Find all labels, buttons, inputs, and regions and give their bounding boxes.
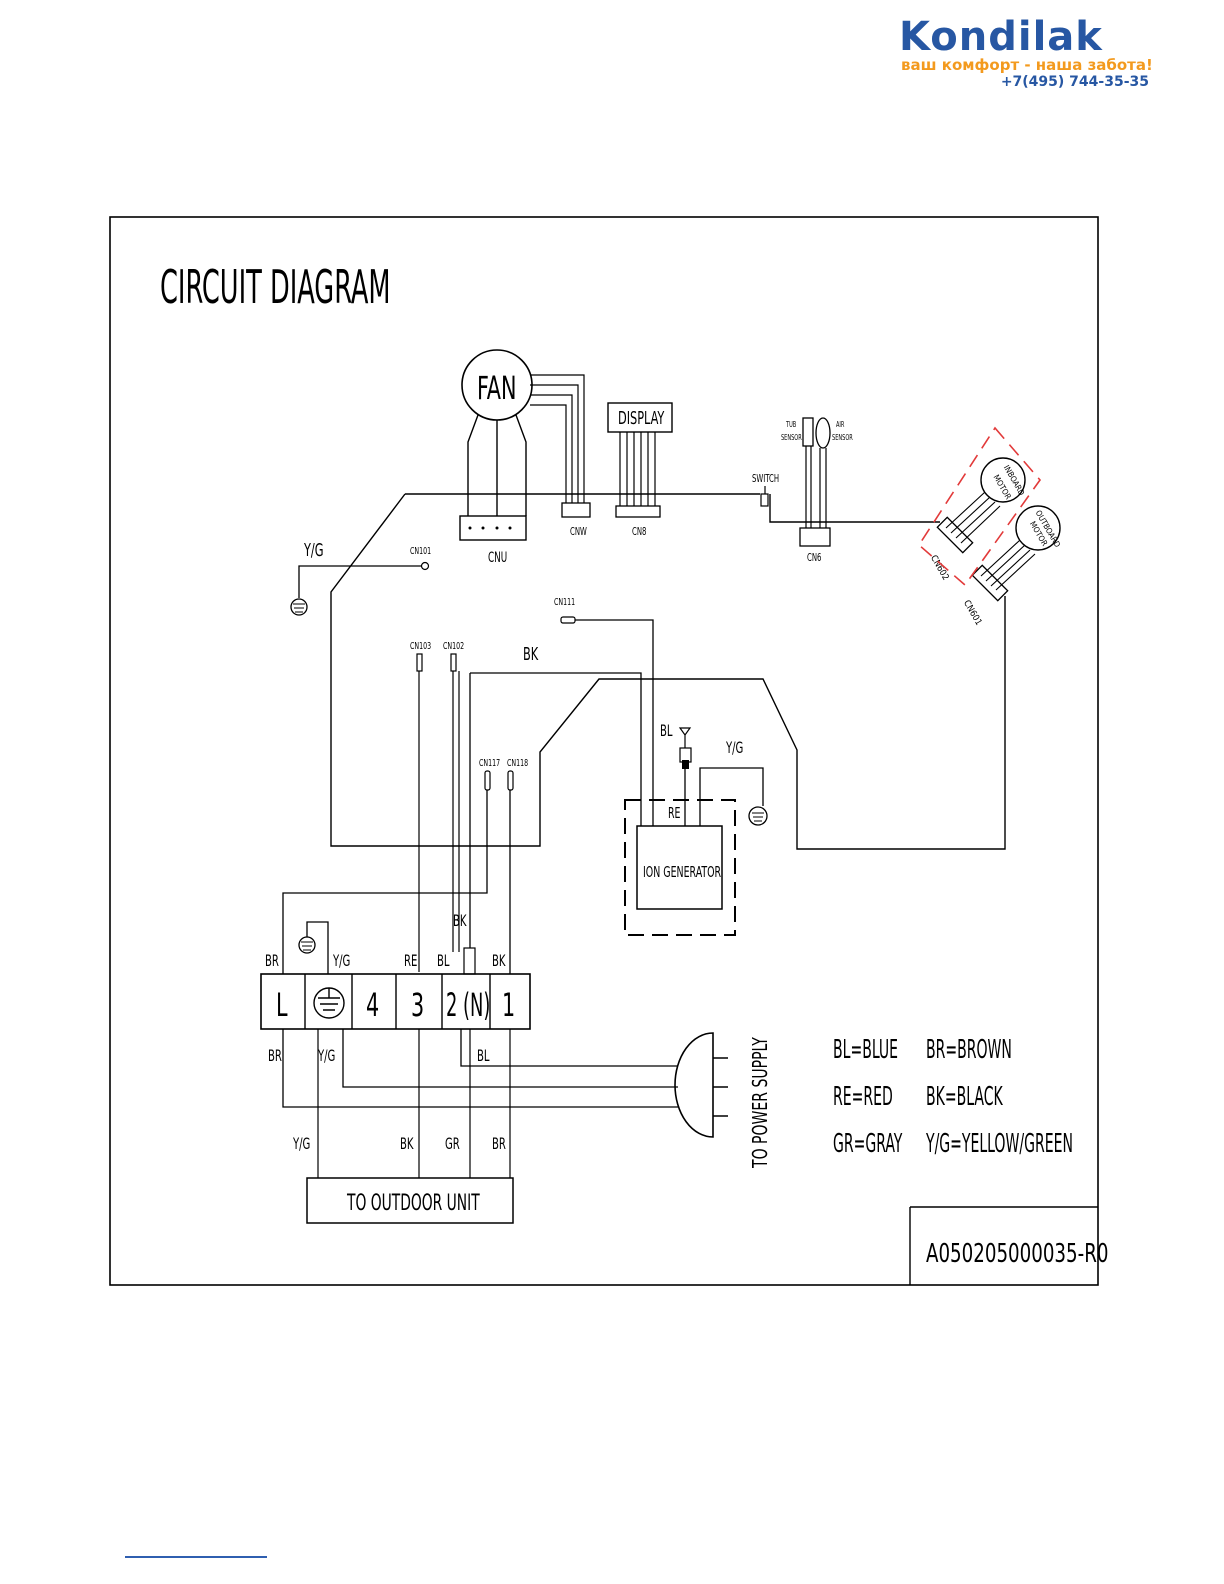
bk-out-label: BK bbox=[400, 1135, 414, 1154]
cn101-label: CN101 bbox=[410, 546, 431, 558]
company-logo: Kondilak ваш комфорт - наша забота! +7(4… bbox=[895, 14, 1155, 94]
terminal-ground-icon bbox=[298, 936, 316, 954]
display-label: DISPLAY bbox=[618, 408, 665, 429]
footer-rule bbox=[125, 1556, 267, 1558]
terminal-4: 4 bbox=[366, 986, 379, 1024]
doc-number: A050205000035-R0 bbox=[926, 1239, 1108, 1269]
gr-out-label: GR bbox=[445, 1135, 460, 1154]
outboard-motor: OUTBOARD MOTOR CN601 bbox=[961, 505, 1062, 628]
power-supply-label: TO POWER SUPPLY bbox=[749, 1037, 772, 1169]
br-out-label: BR bbox=[492, 1135, 506, 1154]
air-sensor-label-1: AIR bbox=[836, 420, 845, 429]
cn8-label: CN8 bbox=[632, 526, 646, 539]
logo-slogan: ваш комфорт - наша забота! bbox=[901, 56, 1153, 74]
bk-term-top-label: BK bbox=[492, 952, 506, 971]
connector-cn601 bbox=[971, 564, 1009, 602]
logo-name: Kondilak bbox=[899, 14, 1103, 60]
diagram-title: CIRCUIT DIAGRAM bbox=[160, 261, 391, 315]
yg-top-label: Y/G bbox=[332, 952, 350, 971]
terminal-3: 3 bbox=[411, 986, 424, 1024]
connector-cnw bbox=[561, 502, 591, 518]
motor-dashed-outline bbox=[917, 426, 1042, 587]
terminal-2n: 2 (N) bbox=[446, 987, 490, 1024]
color-legend: BL=BLUE BR=BROWN RE=RED BK=BLACK GR=GRAY… bbox=[833, 1035, 1073, 1159]
bk-vertical-label: BK bbox=[453, 912, 467, 931]
ion-generator-dashed-box bbox=[624, 799, 736, 936]
yg-bottom-label: Y/G bbox=[317, 1047, 335, 1066]
re-top-label: RE bbox=[404, 952, 417, 971]
cn111-label: CN111 bbox=[554, 597, 575, 609]
cn602-label: CN602 bbox=[928, 554, 950, 583]
cnu-label: CNU bbox=[488, 549, 507, 565]
tube-sensor-label-2: SENSOR bbox=[781, 433, 802, 442]
cn118-label: CN118 bbox=[507, 758, 528, 770]
fan-motor: FAN bbox=[461, 349, 585, 516]
legend-yg: Y/G=YELLOW/GREEN bbox=[925, 1129, 1073, 1159]
fan-label: FAN bbox=[477, 369, 516, 407]
legend-bl: BL=BLUE bbox=[833, 1035, 898, 1065]
br-top-label: BR bbox=[265, 952, 279, 971]
connector-cnu bbox=[459, 515, 527, 541]
cn6-label: CN6 bbox=[807, 552, 821, 565]
power-plug bbox=[674, 1032, 714, 1138]
connector-cn6 bbox=[799, 527, 831, 547]
display-box bbox=[607, 402, 673, 433]
outdoor-unit-label: TO OUTDOOR UNIT bbox=[346, 1190, 480, 1215]
terminal-l: L bbox=[276, 986, 288, 1024]
yg-ground-label: Y/G bbox=[303, 540, 323, 561]
bl-bottom-label: BL bbox=[477, 1047, 490, 1066]
diagram-frame bbox=[109, 216, 1099, 1286]
cn601-label: CN601 bbox=[961, 599, 983, 628]
bl-top-label: BL bbox=[437, 952, 450, 971]
ion-ground-icon bbox=[748, 806, 768, 826]
yg-out-label: Y/G bbox=[292, 1135, 310, 1154]
connector-cn8 bbox=[615, 505, 661, 518]
ion-generator-label: ION GENERATOR bbox=[643, 864, 721, 881]
air-sensor-label-2: SENSOR bbox=[832, 433, 853, 442]
ground-icon bbox=[290, 598, 308, 616]
air-sensor bbox=[815, 417, 831, 449]
cn117-label: CN117 bbox=[479, 758, 500, 770]
legend-bk: BK=BLACK bbox=[926, 1082, 1004, 1112]
switch-label: SWITCH bbox=[752, 473, 779, 486]
cn103-label: CN103 bbox=[410, 641, 431, 653]
legend-re: RE=RED bbox=[833, 1082, 893, 1112]
terminal-block: L 4 3 2 (N) 1 bbox=[260, 973, 531, 1030]
connector-cn602 bbox=[936, 516, 974, 554]
switch bbox=[760, 493, 769, 507]
ion-generator bbox=[636, 825, 723, 910]
cn102-label: CN102 bbox=[443, 641, 464, 653]
logo-phone: +7(495) 744-35-35 bbox=[1000, 74, 1149, 90]
bk-top-label: BK bbox=[523, 644, 539, 665]
br-bottom-label: BR bbox=[268, 1047, 282, 1066]
tube-sensor bbox=[802, 417, 814, 447]
cnw-label: CNW bbox=[570, 526, 587, 539]
terminal-ground-symbol bbox=[313, 987, 345, 1019]
re-ion-label: RE bbox=[668, 805, 681, 822]
terminal-1: 1 bbox=[502, 986, 515, 1024]
outdoor-unit-box bbox=[306, 1177, 514, 1224]
bl-ion-label: BL bbox=[660, 722, 673, 741]
yg-ion-label: Y/G bbox=[725, 739, 743, 758]
tube-sensor-label-1: TUB bbox=[785, 420, 796, 429]
legend-gr: GR=GRAY bbox=[833, 1129, 902, 1159]
legend-br: BR=BROWN bbox=[926, 1035, 1012, 1065]
